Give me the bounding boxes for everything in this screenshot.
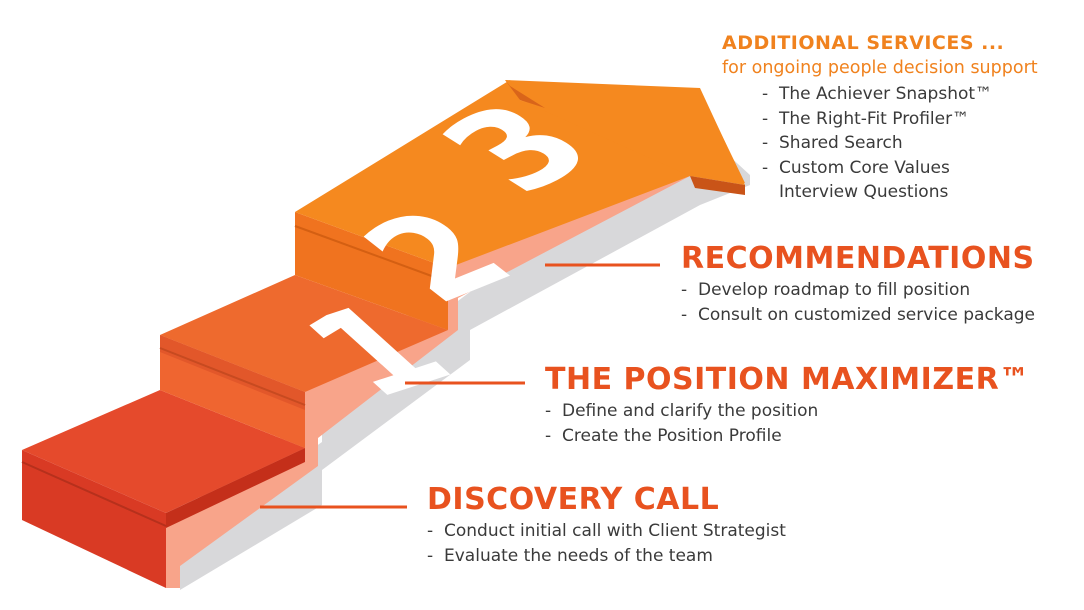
additional-services-list: -The Achiever Snapshot™ -The Right-Fit P… [762,82,1038,205]
recommendations-block: RECOMMENDATIONS -Develop roadmap to fill… [681,242,1035,327]
step-3-riser [295,212,448,330]
stairs-shadow [180,120,750,590]
recommendations-title: RECOMMENDATIONS [681,241,1035,276]
discovery-call-list: -Conduct initial call with Client Strate… [427,519,786,568]
step-2-top [160,275,448,392]
list-item: -Shared Search [762,133,903,153]
recommendations-list: -Develop roadmap to fill position -Consu… [681,278,1035,327]
list-item: -Conduct initial call with Client Strate… [427,521,786,541]
arrow-tip-edge [690,176,745,195]
list-item: -The Achiever Snapshot™ [762,84,993,104]
list-item: -Develop roadmap to fill position [681,280,971,300]
position-maximizer-block: THE POSITION MAXIMIZER™ -Define and clar… [545,363,1030,448]
list-item: -Create the Position Profile [545,425,782,446]
list-item: -Consult on customized service package [681,304,1036,325]
additional-services-title: ADDITIONAL SERVICES ... [722,32,1005,54]
list-item: -Custom Core Values Interview Questions [762,157,950,203]
position-maximizer-list: -Define and clarify the position -Create… [545,399,1030,448]
step-1-front [22,450,166,588]
list-item: -The Right-Fit Profiler™ [762,108,970,129]
step-1-side [166,448,305,528]
discovery-call-title: DISCOVERY CALL [427,482,720,517]
list-item: -Define and clarify the position [545,401,819,421]
step-1-top [22,390,305,513]
position-maximizer-title: THE POSITION MAXIMIZER™ [545,362,1030,397]
list-item: -Evaluate the needs of the team [427,545,713,566]
additional-services-subtitle: for ongoing people decision support [722,58,1038,78]
arrow-head [505,80,745,185]
discovery-call-block: DISCOVERY CALL -Conduct initial call wit… [427,483,786,568]
additional-services-block: ADDITIONAL SERVICES ... for ongoing peop… [722,30,1038,205]
